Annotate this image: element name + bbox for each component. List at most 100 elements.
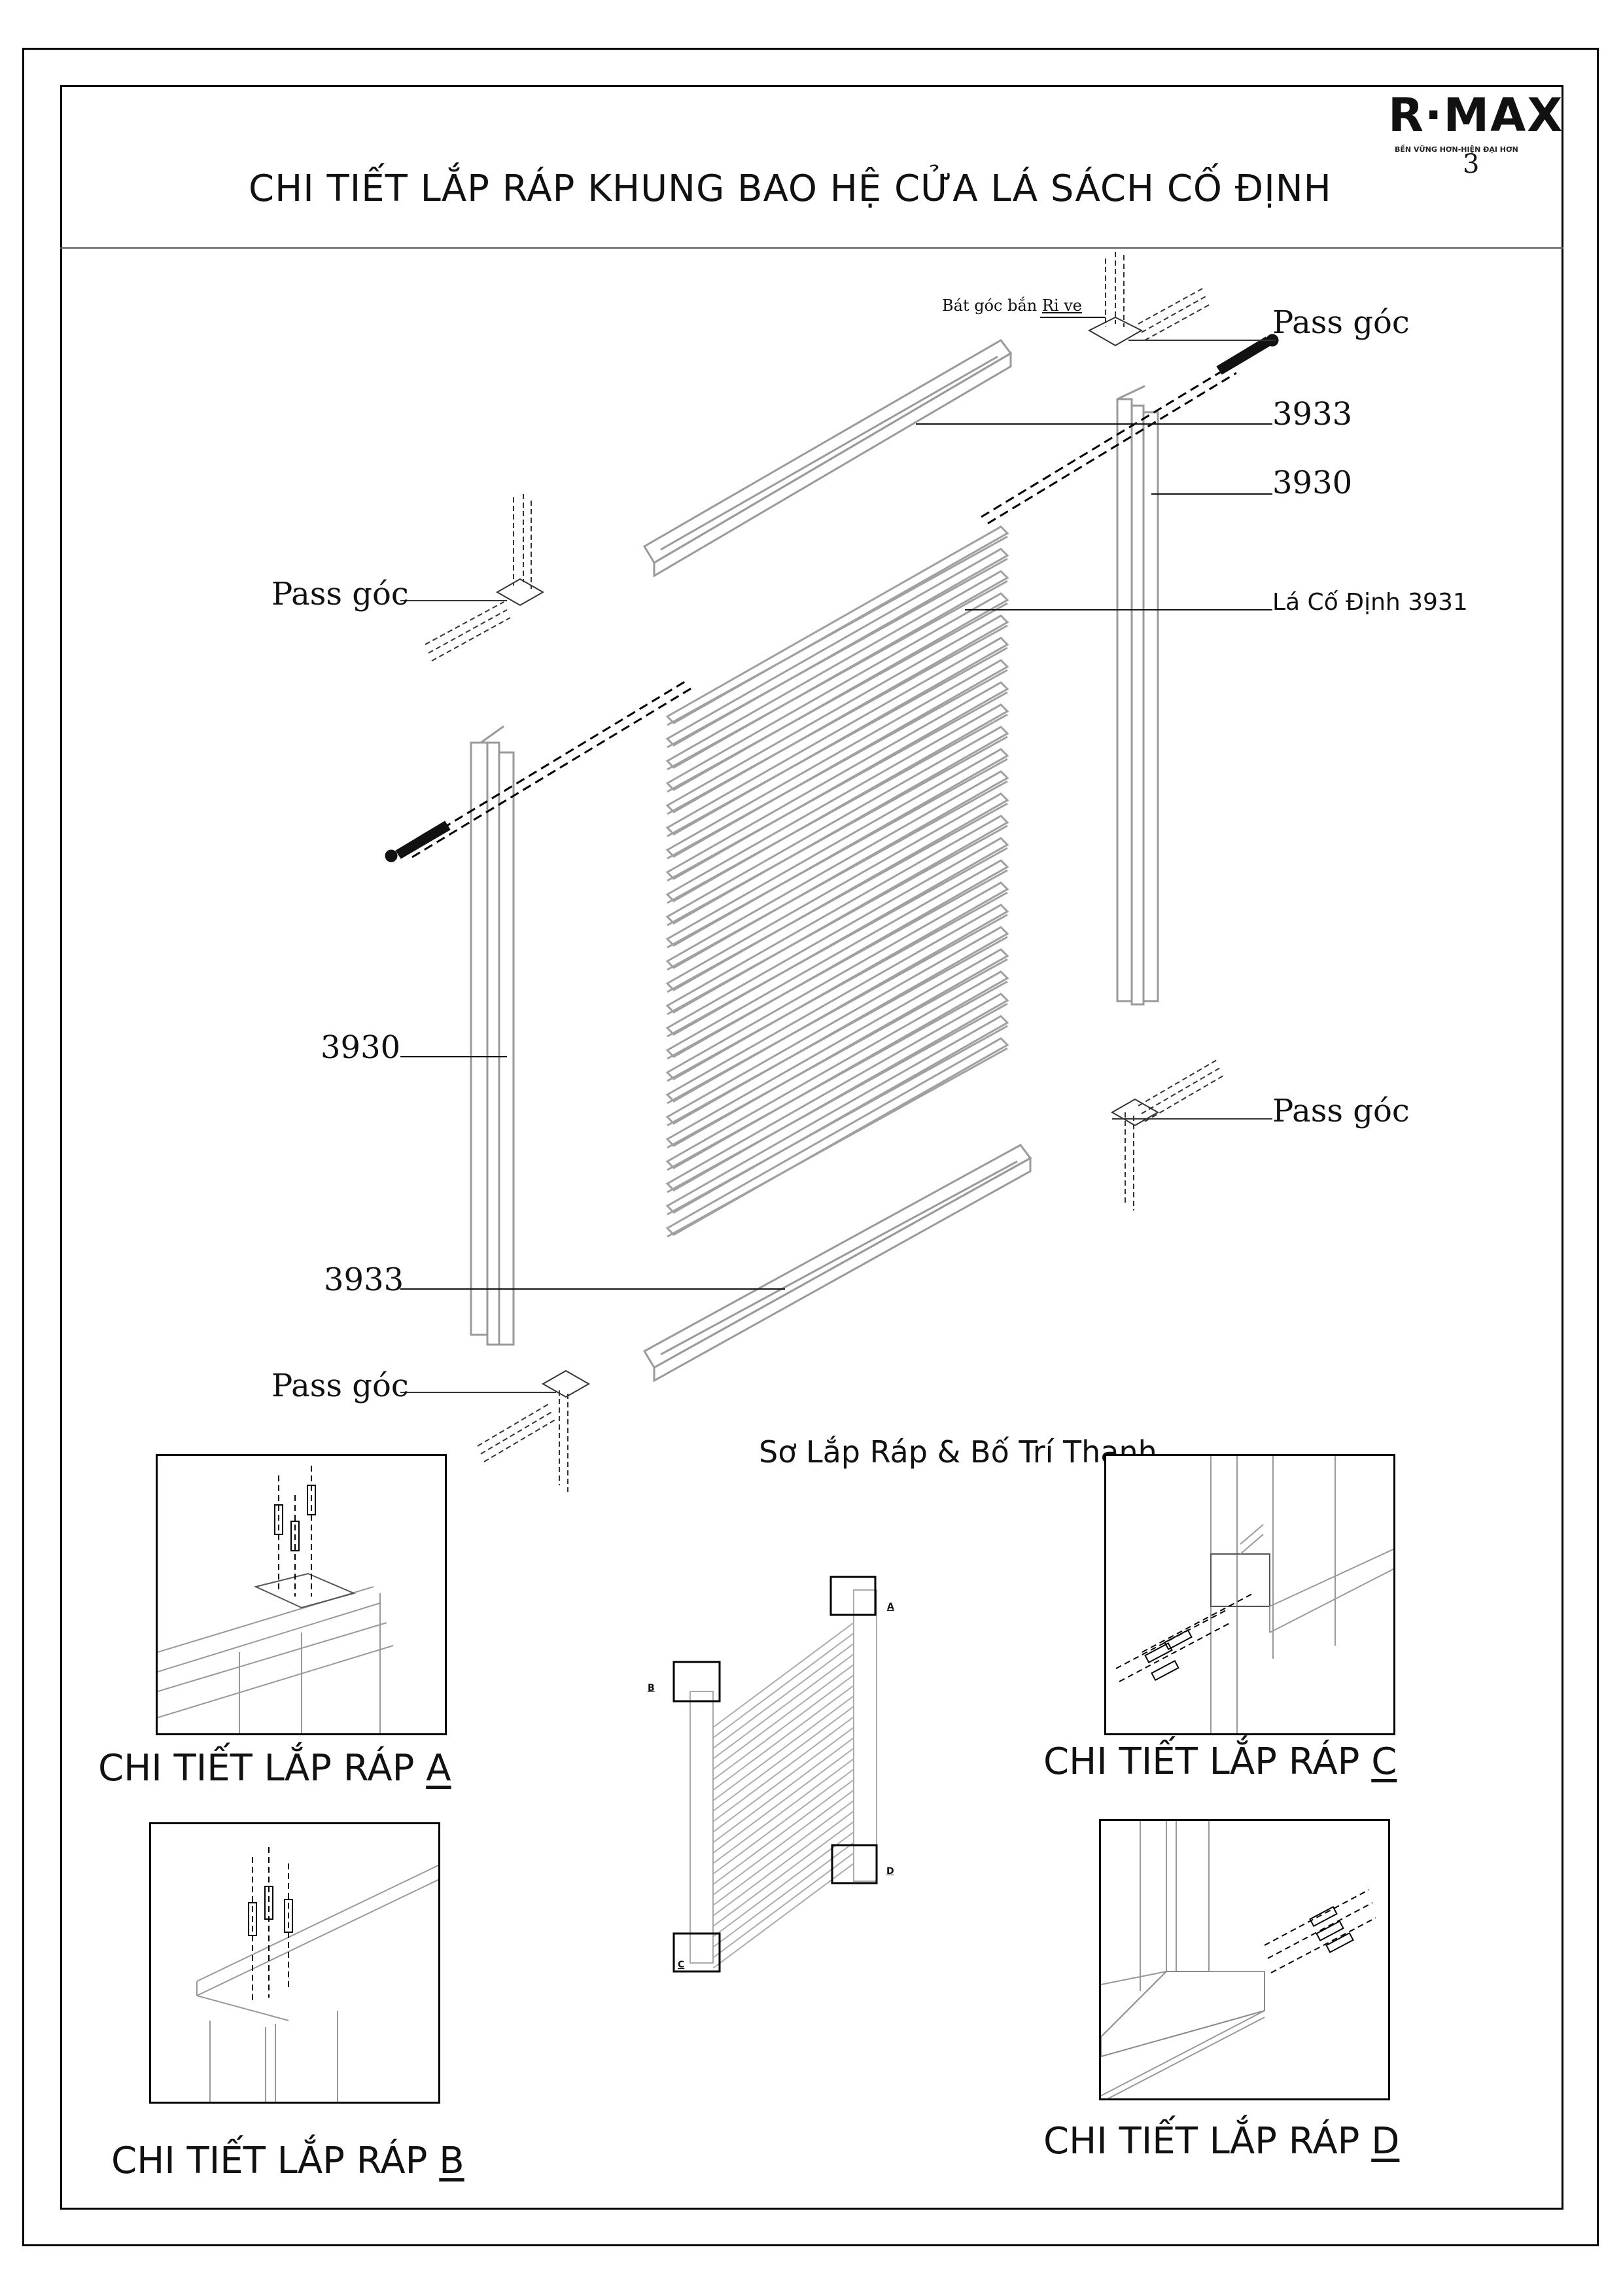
mini-slat (712, 1653, 854, 1759)
louver-slat-edge (667, 1002, 1008, 1193)
detail-drawing-b (196, 1847, 438, 2102)
marker-a: A (887, 1602, 894, 1612)
left-jamb-3930 (470, 725, 515, 1346)
brand-logo: R·MAX (1388, 88, 1564, 142)
mini-slat (712, 1737, 854, 1843)
marker-b: B (648, 1683, 655, 1693)
louver-slat-edge (667, 780, 1008, 971)
louver-slat-edge (667, 891, 1008, 1082)
header-divider (60, 247, 1563, 249)
page-title: CHI TIẾT LẮP RÁP KHUNG BAO HỆ CỬA LÁ SÁC… (249, 168, 1332, 210)
label-3933-top: 3933 (1272, 396, 1353, 433)
louver-slat (665, 792, 1009, 991)
detail-box-d (1099, 1819, 1390, 2100)
louver-slat-edge (667, 535, 1008, 726)
louver-slat (665, 726, 1009, 925)
louver-slat (665, 993, 1009, 1192)
mini-slat (712, 1706, 854, 1812)
caption-detail-b: CHI TIẾT LẮP RÁP B (111, 2140, 464, 2182)
screw-left (385, 821, 451, 862)
mini-slat (712, 1810, 854, 1916)
mini-slat (712, 1727, 854, 1833)
top-rail-3933 (642, 339, 1013, 578)
louver-slat (665, 748, 1009, 947)
label-bat-goc: Bát góc bắn Ri ve (942, 296, 1083, 315)
mini-slat (712, 1790, 854, 1896)
louver-slat-edge (667, 602, 1008, 793)
mini-slat (712, 1622, 854, 1728)
louver-slat (665, 659, 1009, 858)
mini-slat (712, 1852, 854, 1958)
louver-slat-edge (667, 758, 1008, 949)
label-la-co-dinh: Lá Cố Định 3931 (1272, 589, 1468, 616)
caption-detail-c: CHI TIẾT LẮP RÁP C (1043, 1740, 1397, 1783)
louver-slat (665, 815, 1009, 1014)
mini-slat (712, 1685, 854, 1791)
outer-border (22, 48, 1599, 2246)
louver-slat-edge (667, 1025, 1008, 1216)
louver-slat-edge (667, 802, 1008, 993)
marker-box-d (831, 1844, 878, 1884)
right-jamb-3930 (1116, 385, 1159, 1006)
louver-slat (665, 859, 1009, 1058)
mini-slat (712, 1863, 854, 1969)
corner-bracket-top-right (1087, 252, 1276, 347)
louver-slat (665, 548, 1009, 747)
marker-box-c (672, 1932, 721, 1973)
marker-box-b (672, 1661, 721, 1703)
label-3930-left: 3930 (321, 1029, 401, 1066)
louver-slat (665, 770, 1009, 969)
layout-title: Sơ Lắp Ráp & Bố Trí Thanh (759, 1434, 1157, 1470)
corner-bracket-left-upper (400, 494, 545, 662)
mini-slat (712, 1748, 854, 1854)
marker-c: C (678, 1960, 685, 1970)
louver-slat-edge (667, 869, 1008, 1060)
mini-slat (712, 1800, 854, 1906)
detail-box-c (1104, 1454, 1395, 1735)
louver-slat-edge (667, 646, 1008, 838)
louver-slat (665, 703, 1009, 902)
louver-slat-edge (667, 824, 1008, 1016)
louver-slat (665, 1015, 1009, 1214)
louver-slats-3931 (665, 525, 1009, 1238)
bottom-rail-3933 (642, 1144, 1032, 1383)
louver-slat-edge (667, 713, 1008, 904)
louver-slat (665, 637, 1009, 836)
label-3933-bottom: 3933 (324, 1262, 404, 1298)
louver-slat-edge (667, 913, 1008, 1104)
inner-border (60, 85, 1563, 2210)
louver-slat (665, 881, 1009, 1080)
detail-drawing-d (1101, 1821, 1376, 2098)
louver-slat (665, 970, 1009, 1169)
label-pass-goc-top-right: Pass góc (1272, 304, 1410, 341)
louver-slat-edge (667, 847, 1008, 1038)
mini-slat (712, 1695, 854, 1801)
corner-bracket-right-lower (1110, 1059, 1272, 1210)
detail-box-b (149, 1822, 440, 2104)
louver-slat (665, 681, 1009, 880)
louver-slat (665, 948, 1009, 1147)
mini-slat (712, 1633, 854, 1739)
louver-slat (665, 570, 1009, 769)
label-pass-goc-left-lower: Pass góc (271, 1368, 409, 1404)
mini-slat (712, 1674, 854, 1780)
mini-slat (712, 1821, 854, 1927)
detail-drawing-c (1115, 1456, 1393, 1733)
layout-overview (689, 1589, 877, 1969)
mini-slat (712, 1716, 854, 1822)
caption-detail-d: CHI TIẾT LẮP RÁP D (1043, 2120, 1400, 2163)
louver-slat (665, 837, 1009, 1036)
louver-slat (665, 592, 1009, 791)
caption-detail-a: CHI TIẾT LẮP RÁP A (98, 1747, 451, 1790)
louver-slat-edge (667, 958, 1008, 1149)
louver-slat (665, 1037, 1009, 1236)
louver-slat-edge (667, 580, 1008, 771)
louver-slat-edge (667, 936, 1008, 1127)
mini-slat (712, 1769, 854, 1875)
mini-slat (712, 1643, 854, 1749)
louver-slat (665, 614, 1009, 813)
louver-slat-edge (667, 1047, 1008, 1238)
louver-slat-edge (667, 557, 1008, 749)
detail-box-a (156, 1454, 447, 1735)
